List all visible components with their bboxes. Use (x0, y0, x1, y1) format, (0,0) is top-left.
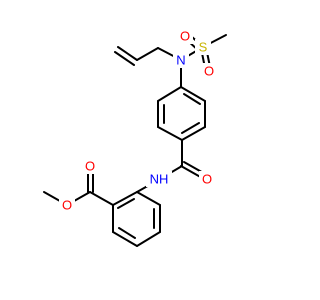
atom-layer: O S O N O NH O O (59, 28, 217, 213)
bond-ring-ester-c (89, 191, 114, 206)
structure-diagram: O S O N O NH O O (43, 28, 227, 247)
bond-ring1-3 (181, 126, 206, 141)
atom-label-sulfonyl-o-left: O (180, 29, 190, 44)
atom-sulfonamide-n: N (173, 52, 189, 68)
bond-ring2-6 (112, 191, 138, 206)
bond-allyl-ch-ch2 (136, 47, 159, 61)
bond-ring2-inner-2 (118, 227, 136, 239)
bond-ring2-1 (136, 191, 161, 206)
atom-sulfonyl-o-left: O (177, 28, 193, 44)
atom-label-amide-nh: NH (150, 172, 169, 187)
atom-label-sulfonamide-n: N (176, 53, 185, 68)
bond-ring1-1 (180, 86, 206, 102)
atom-ester-o-methoxy: O (59, 197, 75, 213)
bond-ring2-inner-3 (117, 198, 135, 209)
bond-ring2-4 (112, 231, 138, 247)
atom-label-sulfonyl-s: S (199, 40, 208, 55)
atom-label-ester-o-methoxy: O (62, 198, 72, 213)
atom-sulfonyl-s: S (195, 39, 211, 55)
atom-amide-o: O (199, 171, 215, 187)
atom-amide-nh: NH (146, 171, 172, 187)
bond-ring1-4 (157, 126, 183, 141)
bond-layer (43, 34, 227, 247)
bond-allyl-vinyl-double-b (114, 51, 135, 66)
bond-ring1-inner-1 (183, 93, 201, 105)
atom-label-ester-o-carbonyl: O (85, 159, 95, 174)
atom-sulfonyl-o-bottom: O (201, 63, 217, 79)
atom-label-amide-o: O (202, 172, 212, 187)
atom-ester-o-carbonyl: O (82, 158, 98, 174)
atom-label-sulfonyl-o-bottom: O (204, 64, 214, 79)
molecule-canvas: O S O N O NH O O (43, 28, 227, 247)
bond-ring1-inner-2 (181, 122, 200, 134)
bond-ring2-3 (136, 231, 161, 247)
bond-allyl-vinyl-double-a (117, 46, 138, 61)
bond-ring1-6 (157, 86, 182, 102)
